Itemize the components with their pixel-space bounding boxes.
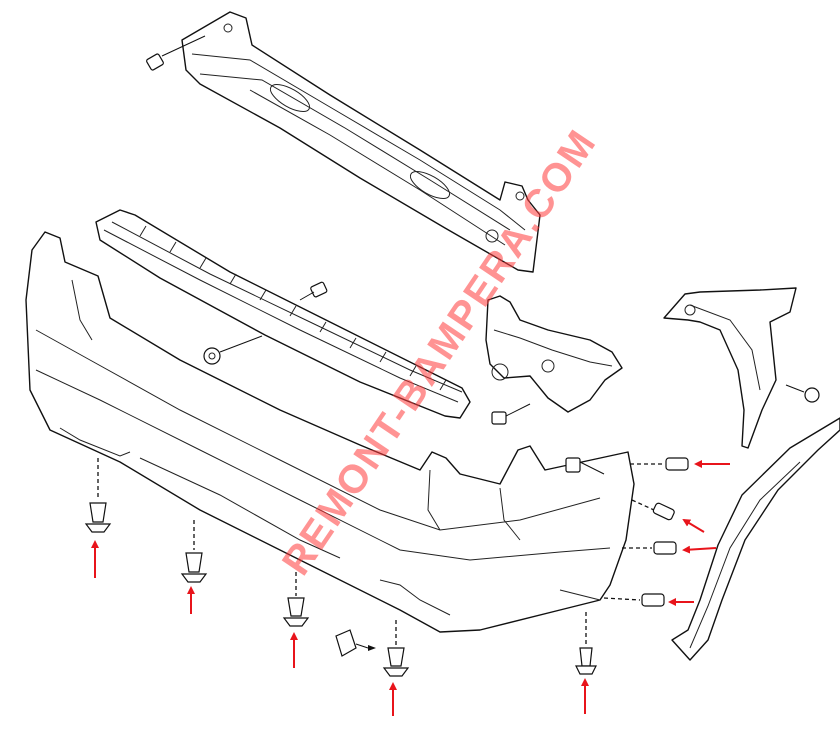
side-bracket-nut [785,384,820,403]
center-bracket [485,295,623,413]
absorber-bolt [299,281,328,301]
reinforcement-beam [181,11,541,273]
wheel-arch-trim [671,417,840,661]
push-clip-5 [575,612,597,675]
side-screw-4 [603,593,665,607]
tow-hook-cover [335,629,376,657]
bracket-nut [491,403,531,425]
push-clip-2 [180,520,208,583]
push-clip-4 [382,620,410,677]
energy-absorber [95,209,471,419]
push-clip-1 [84,458,112,533]
arrow-group [91,460,730,716]
absorber-nut [203,335,263,365]
beam-bolt [146,35,206,71]
side-bracket [663,287,797,449]
arrow-icon [682,545,717,554]
cover-clip [565,457,605,475]
arrow-icon [682,518,705,533]
side-screw-2 [631,499,675,521]
push-clip-3 [282,572,310,627]
side-screw-1 [630,457,689,471]
side-screw-3 [622,541,677,555]
bumper-cover [25,231,635,633]
